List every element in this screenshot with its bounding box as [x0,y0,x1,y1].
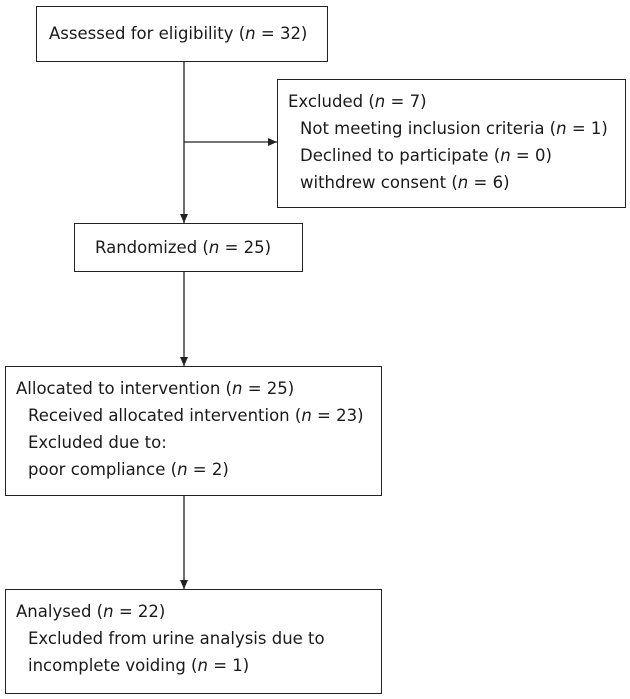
analysed-excluded-urine: Excluded from urine analysis due to [28,629,325,648]
excluded-title: Excluded (n = 7) [288,92,427,111]
excluded-box: Excluded (n = 7) Not meeting inclusion c… [277,79,626,208]
analysed-title: Analysed (n = 22) [16,602,166,621]
allocated-excluded-due: Excluded due to: [28,433,167,452]
analysed-incomplete-voiding: incomplete voiding (n = 1) [28,656,250,675]
allocated-title: Allocated to intervention (n = 25) [16,379,295,398]
allocated-poor-compliance: poor compliance (n = 2) [28,460,229,479]
randomized-box: Randomized (n = 25) [74,223,303,272]
allocated-box: Allocated to intervention (n = 25) Recei… [5,366,382,496]
assessed-box: Assessed for eligibility (n = 32) [36,6,328,62]
excluded-item-withdrew: withdrew consent (n = 6) [300,173,510,192]
analysed-box: Analysed (n = 22) Excluded from urine an… [5,589,382,694]
randomized-text: Randomized (n = 25) [95,238,272,257]
assessed-text: Assessed for eligibility (n = 32) [49,24,308,43]
allocated-received: Received allocated intervention (n = 23) [28,406,364,425]
excluded-item-declined: Declined to participate (n = 0) [300,146,552,165]
excluded-item-inclusion: Not meeting inclusion criteria (n = 1) [300,119,608,138]
